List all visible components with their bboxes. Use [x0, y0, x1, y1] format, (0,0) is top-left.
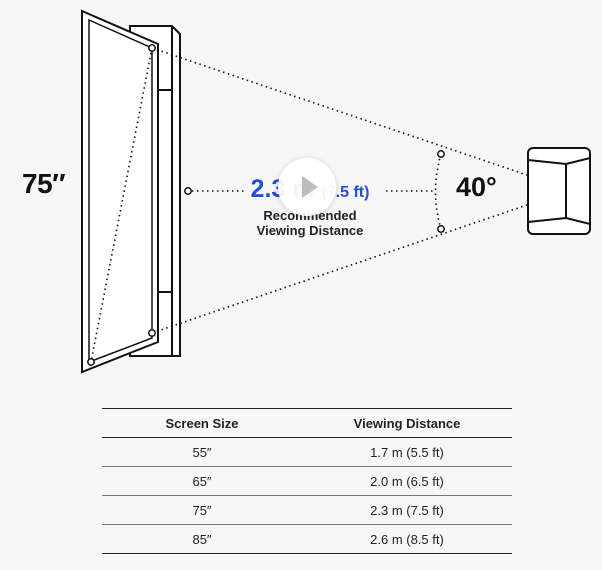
column-header-viewing-distance: Viewing Distance	[302, 408, 512, 438]
table-row: 55″ 1.7 m (5.5 ft)	[102, 437, 512, 467]
column-header-screen-size: Screen Size	[102, 408, 302, 438]
cell-screen-size: 65″	[102, 466, 302, 496]
viewing-distance-diagram	[81, 9, 591, 374]
table-row: 65″ 2.0 m (6.5 ft)	[102, 466, 512, 496]
cell-screen-size: 55″	[102, 437, 302, 467]
marker-dots	[87, 44, 445, 366]
screen-size-label: 75″	[22, 168, 66, 199]
cell-viewing-distance: 1.7 m (5.5 ft)	[302, 437, 512, 467]
viewing-angle-label: 40°	[456, 172, 497, 202]
cell-viewing-distance: 2.0 m (6.5 ft)	[302, 466, 512, 496]
cell-screen-size: 75″	[102, 495, 302, 525]
play-button[interactable]	[278, 158, 336, 216]
table-header-row: Screen Size Viewing Distance	[102, 408, 512, 438]
table-row: 85″ 2.6 m (8.5 ft)	[102, 524, 512, 554]
distance-caption-line2: Viewing Distance	[256, 223, 364, 238]
table-row: 75″ 2.3 m (7.5 ft)	[102, 495, 512, 525]
cell-screen-size: 85″	[102, 524, 302, 554]
sight-lines	[90, 47, 528, 363]
cell-viewing-distance: 2.3 m (7.5 ft)	[302, 495, 512, 525]
cell-viewing-distance: 2.6 m (8.5 ft)	[302, 524, 512, 554]
tv-screen	[81, 9, 159, 374]
viewing-distance-table: Screen Size Viewing Distance 55″ 1.7 m (…	[102, 408, 512, 554]
armchair-icon	[527, 147, 591, 235]
play-icon	[302, 176, 318, 198]
